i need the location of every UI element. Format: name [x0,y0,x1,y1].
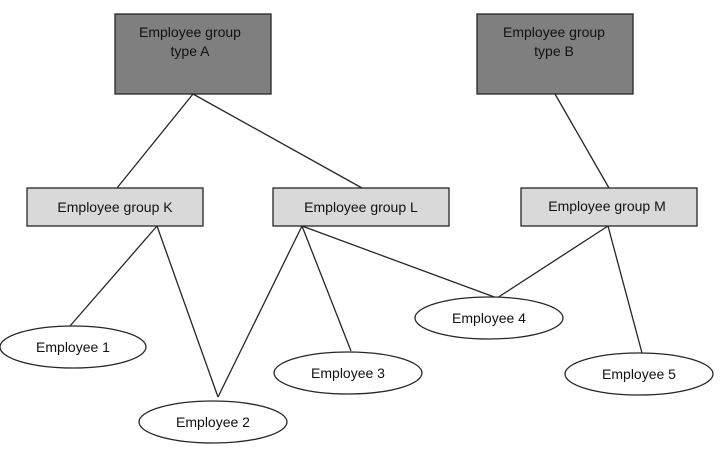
employee-1-label: Employee 1 [36,339,110,355]
employee-2-label: Employee 2 [176,414,250,430]
employee-5-label: Employee 5 [602,366,676,382]
employee-3-label: Employee 3 [311,365,385,381]
employee-4-label: Employee 4 [452,310,526,326]
connectors [69,93,643,398]
group-type-a-node: Employee group type A [114,13,272,95]
edge-group-l-to-employee-2 [217,225,303,398]
edge-group-m-to-employee-4 [496,225,609,299]
edge-type-b-to-group-m [554,93,610,189]
edge-type-a-to-group-l [192,93,363,189]
employee-3-node: Employee 3 [273,351,423,395]
group-type-b-line1: Employee group [503,24,605,40]
group-k-node: Employee group K [26,187,204,227]
group-type-a-line1: Employee group [139,24,241,40]
edge-group-m-to-employee-5 [607,225,643,354]
group-type-a-line2: type A [171,43,211,59]
employee-2-node: Employee 2 [138,400,288,444]
group-m-node: Employee group M [520,187,698,227]
group-l-label: Employee group L [304,199,418,215]
employee-1-node: Employee 1 [0,325,147,369]
edge-group-k-to-employee-2 [156,225,219,398]
edge-group-k-to-employee-1 [69,225,158,327]
edge-group-l-to-employee-4 [301,225,498,299]
group-l-node: Employee group L [272,187,450,227]
group-type-b-node: Employee group type B [476,13,634,95]
edge-group-l-to-employee-3 [301,225,352,352]
group-k-label: Employee group K [57,199,173,215]
employee-4-node: Employee 4 [414,296,564,340]
group-m-label: Employee group M [548,198,666,214]
employee-5-node: Employee 5 [564,352,714,396]
group-type-b-line2: type B [534,43,574,59]
edge-type-a-to-group-k [116,93,194,189]
